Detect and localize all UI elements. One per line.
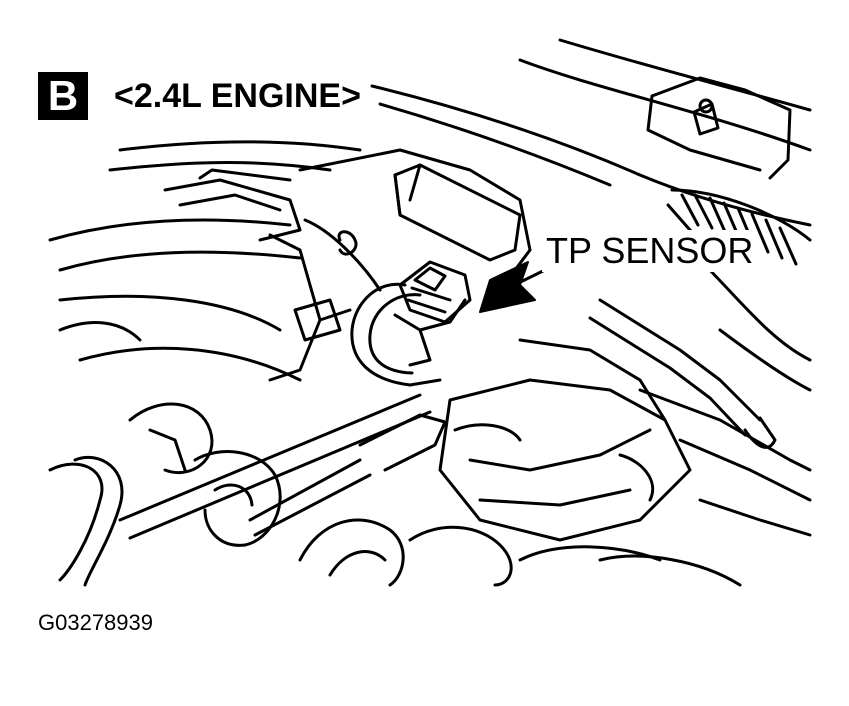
bottom-hoses [298, 518, 742, 587]
callout-arrow [479, 261, 547, 313]
left-panel-lines [268, 233, 352, 382]
throttle-body [298, 148, 532, 292]
tp-sensor-connector [393, 260, 472, 367]
panel-badge: B [38, 72, 88, 120]
upper-body-lines [370, 38, 812, 227]
panel-title: <2.4L ENGINE> [114, 77, 361, 115]
figure-id: G03278939 [38, 610, 153, 635]
left-brackets [108, 140, 362, 242]
right-hose [588, 298, 777, 449]
bracket-bolt [646, 76, 792, 180]
right-lower-rails [638, 388, 812, 537]
wire-harness [350, 282, 442, 387]
lower-assembly [438, 338, 692, 542]
tp-sensor-label: TP SENSOR [542, 230, 758, 272]
lower-left-hoses [48, 402, 282, 587]
tool-rod [118, 393, 447, 540]
left-intake-tube [48, 218, 302, 382]
